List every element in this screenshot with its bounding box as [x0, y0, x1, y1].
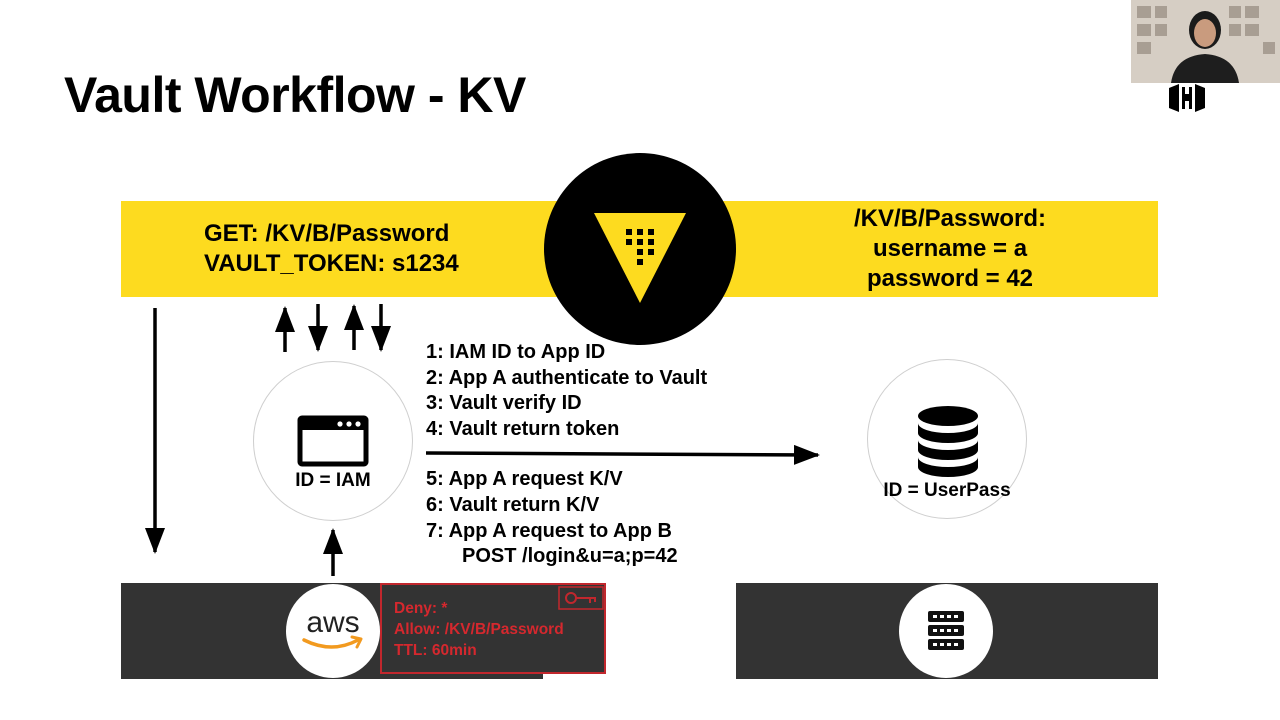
browser-window-icon — [297, 415, 369, 467]
secret-line-password: password = 42 — [866, 265, 1034, 292]
slide-title: Vault Workflow - KV — [64, 67, 526, 123]
vault-node — [544, 153, 736, 345]
secret-line-path: /KV/B/Password: — [853, 205, 1047, 232]
request-line-token: VAULT_TOKEN: s1234 — [204, 250, 459, 277]
step-item: 3: Vault verify ID — [426, 392, 582, 415]
step-item: 6: Vault return K/V — [426, 493, 600, 516]
secret-text: /KV/B/Password: username = a password = … — [840, 204, 1060, 294]
presenter-image — [1131, 0, 1280, 83]
database-icon — [918, 406, 978, 477]
workflow-steps: 1: IAM ID to App ID 2: App A authenticat… — [426, 340, 707, 570]
presenter-webcam — [1131, 0, 1280, 83]
request-line-path: GET: /KV/B/Password — [204, 220, 450, 247]
app-b-id-label: ID = UserPass — [883, 480, 1011, 501]
step-item: 7: App A request to App B — [426, 519, 672, 542]
secret-line-username: username = a — [872, 235, 1028, 262]
aws-logo-circle — [286, 584, 380, 678]
aws-smile-icon — [302, 635, 363, 649]
arrow-right-to-app-b — [425, 444, 820, 465]
policy-allow: Allow: /KV/B/Password — [394, 621, 564, 638]
request-text: GET: /KV/B/Password VAULT_TOKEN: s1234 — [204, 219, 459, 279]
app-a-id-label: ID = IAM — [295, 470, 371, 491]
policy-box — [380, 583, 606, 674]
policy-deny: Deny: * — [394, 600, 448, 617]
hashicorp-logo — [1169, 84, 1205, 112]
app-b-node — [867, 359, 1027, 519]
aws-logo: aws — [306, 606, 360, 639]
step-item: 2: App A authenticate to Vault — [426, 366, 708, 389]
vault-triangle-icon — [594, 213, 686, 303]
policy-ttl: TTL: 60min — [394, 642, 477, 659]
step-item-detail: POST /login&u=a;p=42 — [462, 545, 678, 568]
server-rack-icon — [928, 611, 964, 650]
step-item: 5: App A request K/V — [426, 468, 623, 491]
step-item: 1: IAM ID to App ID — [426, 341, 606, 363]
server-node — [899, 584, 993, 678]
policy-text: Deny: * Allow: /KV/B/Password TTL: 60min — [394, 598, 564, 661]
key-icon — [558, 586, 604, 610]
app-a-node — [253, 361, 413, 521]
step-item: 4: Vault return token — [426, 417, 620, 440]
